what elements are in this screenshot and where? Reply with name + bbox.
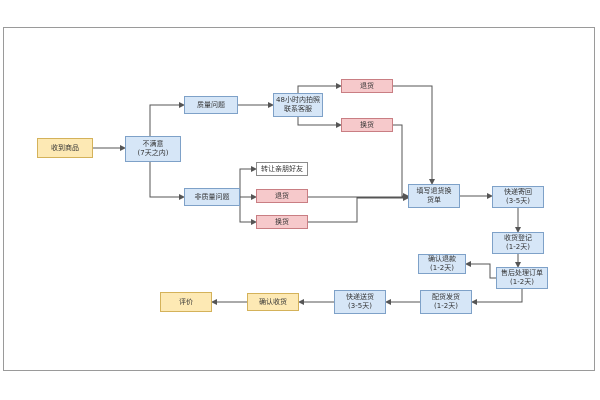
node-label: 退货 bbox=[275, 191, 289, 200]
edge-nonquality-to-exchange2 bbox=[239, 197, 257, 225]
edge-unsatisfied-to-nonquality bbox=[149, 162, 185, 200]
node-label: 质量问题 bbox=[197, 100, 225, 109]
node-register: 收货登记 (1-2天) bbox=[492, 232, 544, 254]
edge-unsatisfied-to-quality bbox=[149, 102, 185, 136]
node-fillform: 填写退货换 货单 bbox=[408, 184, 460, 208]
node-label: 快递寄回 (3-5天) bbox=[504, 188, 532, 205]
edge-aftersales-to-refund bbox=[465, 261, 496, 279]
node-label: 换货 bbox=[275, 217, 289, 226]
edge-aftersales-to-dispatch bbox=[471, 289, 523, 305]
node-unsatisfied: 不满意 (7天之内) bbox=[125, 136, 181, 162]
node-shipback: 快递寄回 (3-5天) bbox=[492, 186, 544, 208]
node-return1: 退货 bbox=[341, 79, 393, 93]
node-label: 退货 bbox=[360, 81, 374, 90]
node-label: 收到商品 bbox=[51, 143, 79, 152]
node-label: 快递送货 (3-5天) bbox=[346, 293, 374, 310]
node-label: 售后处理订单 (1-2天) bbox=[501, 269, 543, 286]
node-exchange2: 换货 bbox=[256, 215, 308, 229]
node-delivery: 快递送货 (3-5天) bbox=[334, 290, 386, 314]
node-label: 转让亲朋好友 bbox=[261, 164, 303, 173]
node-nonquality: 非质量问题 bbox=[184, 188, 240, 206]
node-label: 换货 bbox=[360, 120, 374, 129]
node-label: 配货发货 (1-2天) bbox=[432, 293, 460, 310]
edge-return1-to-fillform bbox=[393, 85, 435, 185]
node-receive: 收到商品 bbox=[37, 138, 93, 158]
edge-exchange2-to-fillform bbox=[308, 195, 409, 223]
node-label: 评价 bbox=[179, 297, 193, 306]
node-label: 填写退货换 货单 bbox=[416, 187, 452, 204]
node-transfer: 转让亲朋好友 bbox=[256, 162, 308, 176]
edge-contact-to-return1 bbox=[297, 83, 342, 93]
node-label: 确认退款 (1-2天) bbox=[428, 255, 456, 272]
node-contact: 48小时内拍照 联系客服 bbox=[273, 93, 323, 117]
node-label: 非质量问题 bbox=[194, 192, 230, 201]
node-review: 评价 bbox=[160, 292, 212, 312]
node-label: 收货登记 (1-2天) bbox=[504, 234, 532, 251]
node-refund: 确认退款 (1-2天) bbox=[418, 254, 466, 274]
edge-exchange1-to-fillform bbox=[393, 124, 409, 199]
node-exchange1: 换货 bbox=[341, 118, 393, 132]
node-label: 不满意 (7天之内) bbox=[137, 140, 169, 157]
node-label: 确认收货 bbox=[259, 297, 287, 306]
node-aftersales: 售后处理订单 (1-2天) bbox=[496, 267, 548, 289]
node-confirm: 确认收货 bbox=[247, 293, 299, 311]
node-dispatch: 配货发货 (1-2天) bbox=[420, 290, 472, 314]
node-quality: 质量问题 bbox=[184, 96, 238, 114]
node-label: 48小时内拍照 联系客服 bbox=[276, 96, 320, 113]
node-return2: 退货 bbox=[256, 189, 308, 203]
edge-contact-to-exchange1 bbox=[297, 117, 342, 128]
edge-nonquality-to-transfer bbox=[239, 166, 257, 197]
